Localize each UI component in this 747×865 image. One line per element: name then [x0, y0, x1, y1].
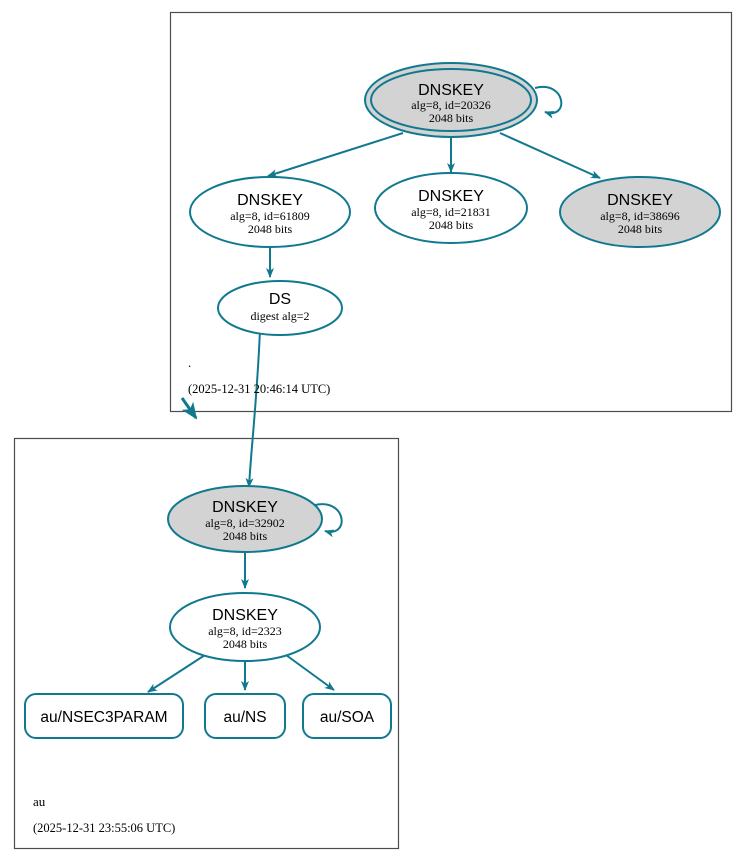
node-dnskey-2323-size: 2048 bits: [223, 637, 268, 651]
zone-label-au: au: [33, 794, 46, 809]
node-dnskey-38696-alg-id: alg=8, id=38696: [600, 209, 680, 223]
zone-timestamp-au: (2025-12-31 23:55:06 UTC): [33, 821, 175, 835]
node-dnskey-20326[interactable]: DNSKEY alg=8, id=20326 2048 bits: [364, 62, 538, 138]
node-rrset-au-ns-label: au/NS: [223, 709, 266, 726]
node-dnskey-21831-ring: [374, 172, 528, 244]
node-rrset-au-nsec3param-label: au/NSEC3PARAM: [40, 709, 167, 726]
node-dnskey-38696-ring: [559, 176, 721, 248]
node-ds-root-ring: [217, 280, 343, 336]
node-dnskey-32902-size: 2048 bits: [223, 529, 268, 543]
node-dnskey-32902-ring: [167, 485, 323, 553]
node-dnskey-32902-title: DNSKEY: [212, 499, 278, 516]
node-dnskey-2323[interactable]: DNSKEY alg=8, id=2323 2048 bits: [169, 592, 321, 662]
edge-ds-to-au-ksk32902: [245, 329, 261, 488]
node-rrset-au-ns[interactable]: au/NS: [204, 693, 286, 739]
node-dnskey-21831-title: DNSKEY: [418, 188, 484, 205]
node-dnskey-38696[interactable]: DNSKEY alg=8, id=38696 2048 bits: [559, 176, 721, 248]
edge-ksk20326-to-zsk61809: [267, 132, 404, 178]
node-dnskey-32902-alg-id: alg=8, id=32902: [205, 516, 285, 530]
node-ds-root[interactable]: DS digest alg=2: [217, 280, 343, 336]
node-dnskey-20326-alg-id: alg=8, id=20326: [411, 98, 491, 112]
edge-zone-root-to-au: [180, 397, 198, 420]
node-dnskey-61809[interactable]: DNSKEY alg=8, id=61809 2048 bits: [189, 176, 351, 248]
node-dnskey-61809-alg-id: alg=8, id=61809: [230, 209, 310, 223]
node-rrset-au-ns-box: [204, 693, 286, 739]
node-rrset-au-soa[interactable]: au/SOA: [302, 693, 392, 739]
node-rrset-au-nsec3param-box: [24, 693, 184, 739]
edge-ksk20326-to-ksk38696: [499, 132, 601, 179]
zone-timestamp-root: (2025-12-31 20:46:14 UTC): [188, 382, 330, 396]
zone-label-root: .: [188, 355, 191, 370]
node-dnskey-2323-alg-id: alg=8, id=2323: [208, 624, 282, 638]
edge-au-zsk2323-to-nsec3param: [147, 654, 206, 693]
node-dnskey-21831[interactable]: DNSKEY alg=8, id=21831 2048 bits: [374, 172, 528, 244]
node-dnskey-21831-size: 2048 bits: [429, 218, 474, 232]
node-dnskey-2323-title: DNSKEY: [212, 607, 278, 624]
node-dnskey-38696-size: 2048 bits: [618, 222, 663, 236]
node-dnskey-61809-size: 2048 bits: [248, 222, 293, 236]
node-rrset-au-soa-label: au/SOA: [320, 709, 375, 726]
node-dnskey-61809-title: DNSKEY: [237, 192, 303, 209]
node-dnskey-21831-alg-id: alg=8, id=21831: [411, 205, 491, 219]
edge-au-ksk32902-self-loop: [314, 503, 343, 538]
edge-au-zsk2323-to-soa: [285, 654, 335, 691]
node-dnskey-2323-ring: [169, 592, 321, 662]
node-rrset-au-soa-box: [302, 693, 392, 739]
node-dnskey-61809-ring: [189, 176, 351, 248]
node-ds-root-title: DS: [269, 291, 291, 308]
node-dnskey-20326-inner-ring: [370, 68, 532, 132]
node-dnskey-38696-title: DNSKEY: [607, 192, 673, 209]
node-dnskey-20326-size: 2048 bits: [429, 111, 474, 125]
node-rrset-au-nsec3param[interactable]: au/NSEC3PARAM: [24, 693, 184, 739]
node-dnskey-20326-title: DNSKEY: [418, 82, 484, 99]
node-dnskey-32902[interactable]: DNSKEY alg=8, id=32902 2048 bits: [167, 485, 323, 553]
edge-ksk20326-self-loop: [534, 85, 563, 119]
node-ds-root-digest: digest alg=2: [250, 309, 309, 323]
